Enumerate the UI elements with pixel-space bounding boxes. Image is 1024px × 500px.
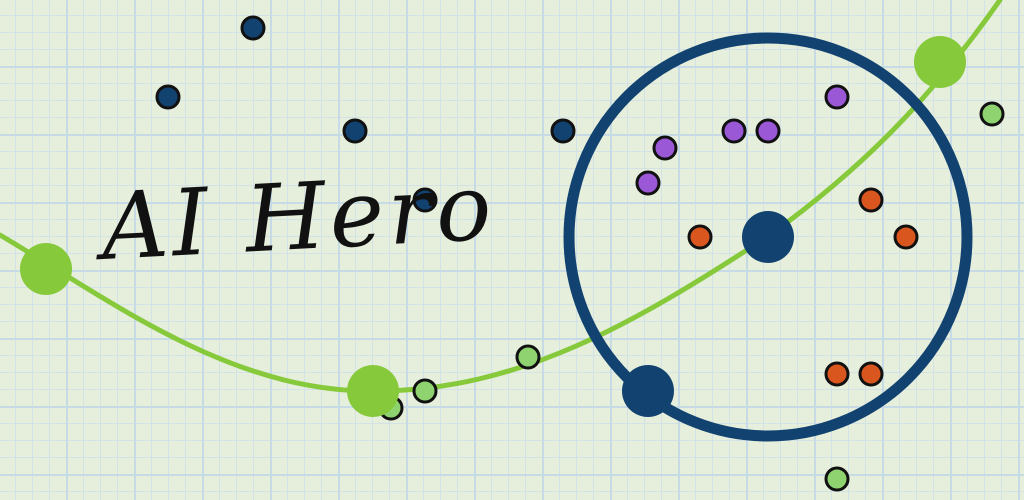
game-title: AI Hero bbox=[98, 153, 498, 281]
green-dot bbox=[979, 101, 1005, 127]
green-track-curve bbox=[0, 0, 1003, 394]
navy-dot bbox=[412, 187, 438, 213]
green-dot bbox=[515, 344, 541, 370]
navy-dot bbox=[550, 118, 576, 144]
navy-dot bbox=[155, 84, 181, 110]
green-dot bbox=[412, 378, 438, 404]
orange-dot bbox=[858, 361, 884, 387]
track-node[interactable] bbox=[347, 365, 399, 417]
orange-dot bbox=[893, 224, 919, 250]
navy-dot bbox=[240, 15, 266, 41]
track-node[interactable] bbox=[20, 243, 72, 295]
purple-dot bbox=[824, 84, 850, 110]
track-node[interactable] bbox=[914, 36, 966, 88]
track-nodes bbox=[20, 36, 966, 417]
green-dot bbox=[824, 466, 850, 492]
orange-dots bbox=[687, 187, 919, 387]
ring-handle-dot[interactable] bbox=[622, 365, 674, 417]
purple-dot bbox=[755, 118, 781, 144]
purple-dot bbox=[652, 135, 678, 161]
purple-dot bbox=[721, 118, 747, 144]
navy-dots bbox=[155, 15, 576, 213]
purple-dot bbox=[635, 170, 661, 196]
hero-dot-icon[interactable] bbox=[742, 211, 794, 263]
orange-dot bbox=[858, 187, 884, 213]
orange-dot bbox=[824, 361, 850, 387]
purple-dots bbox=[635, 84, 850, 196]
orange-dot bbox=[687, 224, 713, 250]
navy-dot bbox=[342, 118, 368, 144]
navy-ring-icon bbox=[563, 32, 973, 442]
